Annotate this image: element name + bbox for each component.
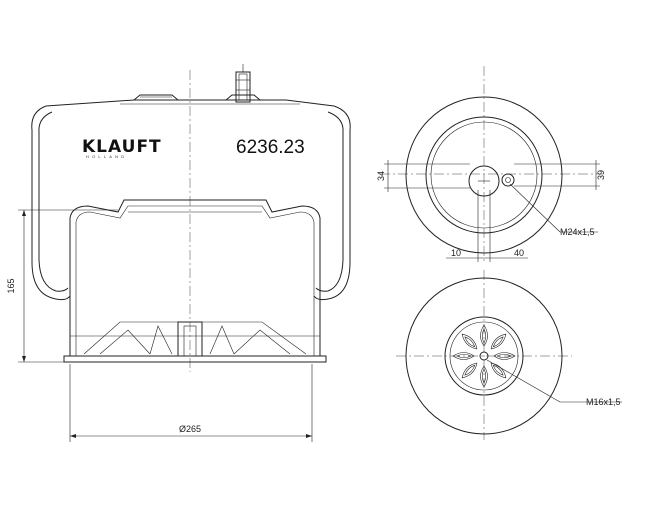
top-plate-circle <box>425 116 543 234</box>
bottom-center-hole <box>479 351 489 361</box>
brand-subtitle: HOLLAND <box>86 154 127 159</box>
top-air-port <box>468 165 500 197</box>
rib-petal <box>490 362 507 379</box>
rib-petal-inner <box>492 336 504 348</box>
side-view: 165 Ø265 KLAUFT HOLLAND 6236.23 <box>6 64 351 442</box>
bellow-inner-left <box>38 111 69 292</box>
rib-petal-inner <box>481 328 487 344</box>
rib-petal <box>461 362 478 379</box>
rib-petal-inner <box>464 364 476 376</box>
bottom-rib-pattern <box>452 324 516 388</box>
bellow-inner-right <box>315 111 344 292</box>
bottom-thread-label: M16x1,5 <box>586 397 621 407</box>
bottom-outer-circle <box>405 277 563 435</box>
rib-petal-inner <box>496 353 512 359</box>
rib-petal-inner <box>464 336 476 348</box>
dim-39-label: 39 <box>596 170 606 180</box>
part-number: 6236.23 <box>236 137 305 158</box>
diameter-label: Ø265 <box>179 424 201 434</box>
bottom-piston-circle <box>444 316 524 396</box>
top-stud <box>501 173 515 187</box>
bottom-view: M16x1,5 <box>396 270 622 440</box>
rib-petal-inner <box>492 364 504 376</box>
dim-34-label: 34 <box>376 171 386 181</box>
diameter-dimension: Ø265 <box>69 364 313 442</box>
rib-petal <box>452 352 475 360</box>
brand-logo: KLAUFT <box>82 137 162 157</box>
rib-petal <box>480 365 488 388</box>
rib-petal <box>493 352 516 360</box>
dim-40-label: 40 <box>514 248 524 258</box>
rib-petal <box>480 324 488 347</box>
top-fitting <box>235 64 251 103</box>
dim-10-label: 10 <box>451 248 461 258</box>
height-dimension: 165 <box>6 209 118 363</box>
bellow-outer-left <box>31 105 71 301</box>
top-outer-circle <box>405 96 563 254</box>
top-thread-label: M24x1,5 <box>560 227 595 237</box>
rib-petal-inner <box>456 353 472 359</box>
rib-petal-inner <box>481 368 487 384</box>
bellow-outer-right <box>313 105 351 301</box>
piston <box>63 199 327 363</box>
rib-petal <box>490 333 507 350</box>
rib-petal <box>461 333 478 350</box>
height-label: 165 <box>6 278 16 293</box>
top-view: M24x1,5 34 39 10 40 <box>376 66 606 262</box>
top-plate <box>45 94 335 107</box>
